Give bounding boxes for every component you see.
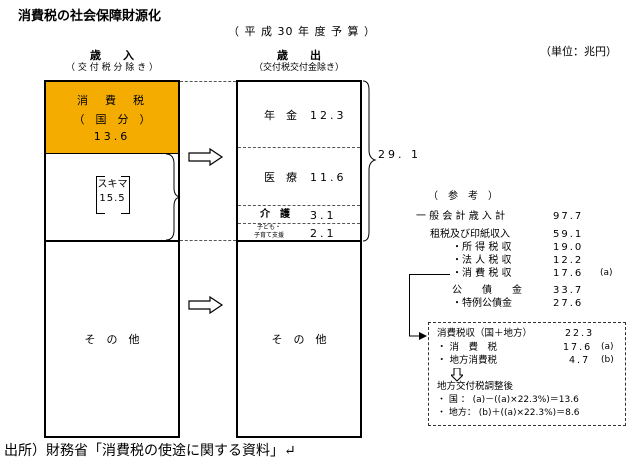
total-value: 29. 1 <box>378 148 421 161</box>
expenditure-other-cell: そ の 他 <box>238 242 360 436</box>
ref-connector-h <box>409 274 450 275</box>
revenue-subheading: （ 交 付 税 分 除 き ） <box>65 63 159 73</box>
ref-row-4-note: (a) <box>600 268 613 278</box>
medical-label: 医 療 <box>264 171 297 184</box>
consumption-tax-value: 13.6 <box>93 130 131 143</box>
tax-box-adjust-title: 地方交付税調整後 <box>437 381 514 392</box>
ref-row-6-value: 27.6 <box>553 298 584 309</box>
gap-brace <box>165 153 181 241</box>
childcare-label-2: 子育て支援 <box>253 232 284 239</box>
gap-label: スキマ <box>97 179 128 190</box>
unit-label: （単位：兆円） <box>540 45 617 58</box>
tax-box-row-0-value: 17.6 <box>563 342 593 353</box>
ref-row-4-label: ・消 費 税 収 <box>452 268 512 279</box>
tax-box-adjust-row-1: ・ 地方： (b)＋((a)×22.3%)＝8.6 <box>437 408 580 418</box>
subtitle: （ 平 成 30 年 度 予 算 ） <box>228 25 376 38</box>
ref-row-4-value: 17.6 <box>553 268 584 279</box>
connector-top <box>180 81 236 82</box>
pension-cell: 年 金 12.3 <box>238 82 360 148</box>
gap-value: 15.5 <box>99 193 126 204</box>
revenue-heading: 歳 入 <box>90 49 134 62</box>
ref-row-1-label: 租税及び印紙収入 <box>430 229 510 240</box>
medical-value: 11.6 <box>310 171 347 184</box>
gap-cell: スキマ 15.5 <box>46 154 178 242</box>
tax-box-row-1-value: 4.7 <box>569 355 591 366</box>
medical-cell: 医 療 11.6 <box>238 148 360 206</box>
pension-label: 年 金 <box>264 109 297 122</box>
arrow-right-upper <box>188 148 224 166</box>
ref-row-2-label: ・所 得 税 収 <box>452 242 512 253</box>
ref-row-6-label: ・特例公債金 <box>452 298 512 309</box>
nursing-label: 介 護 <box>260 209 290 220</box>
tax-box-row-0-label: ・ 消 費 税 <box>437 342 498 353</box>
childcare-value: 2.1 <box>310 227 337 240</box>
tax-box-row-0-note: (a) <box>601 342 614 352</box>
ref-row-3-label: ・法 人 税 収 <box>452 255 512 266</box>
consumption-tax-label: 消 費 税 <box>77 94 147 107</box>
revenue-other-label: そ の 他 <box>84 333 140 346</box>
revenue-box: 消 費 税 （ 国 分 ） 13.6 スキマ 15.5 そ の 他 <box>44 80 180 438</box>
expenditure-heading: 歳 出 <box>277 49 321 62</box>
tax-box-row-1-note: (b) <box>601 355 614 365</box>
tax-box: 消費税収（国＋地方） 22.3 ・ 消 費 税 17.6 (a) ・ 地方消費税… <box>428 322 626 426</box>
ref-connector-arrow <box>409 332 427 340</box>
total-brace <box>362 80 377 242</box>
ref-row-0-value: 97.7 <box>553 211 584 222</box>
arrow-right-lower <box>188 296 224 314</box>
tax-box-adjust-row-0: ・ 国 ： (a)－((a)×22.3%)＝13.6 <box>437 395 579 405</box>
tax-box-title: 消費税収（国＋地方） <box>437 328 533 339</box>
gap-bracket-right <box>121 176 130 214</box>
consumption-tax-sub: （ 国 分 ） <box>73 113 151 126</box>
tax-box-row-1-label: ・ 地方消費税 <box>437 355 498 366</box>
expenditure-subheading: （交付税交付金除き） <box>253 63 344 73</box>
ref-row-3-value: 12.2 <box>553 255 584 266</box>
reference-heading: （ 参 考 ） <box>428 191 498 202</box>
pension-value: 12.3 <box>310 109 347 122</box>
consumption-tax-cell: 消 費 税 （ 国 分 ） 13.6 <box>46 82 178 154</box>
down-arrow-icon <box>451 368 463 382</box>
ref-row-2-value: 19.0 <box>553 242 584 253</box>
childcare-label-1: 子ども・ <box>256 224 281 231</box>
nursing-cell: 介 護 3.1 <box>238 206 360 224</box>
gap-bracket-left <box>96 176 105 214</box>
ref-row-5-value: 33.7 <box>553 285 584 296</box>
ref-row-0-label: 一 般 会 計 歳 入 計 <box>416 211 506 222</box>
ref-row-5-label: 公 債 金 <box>452 285 522 296</box>
ref-connector-v <box>409 274 410 336</box>
revenue-other-cell: そ の 他 <box>46 242 178 436</box>
expenditure-other-label: そ の 他 <box>271 333 327 346</box>
source-note: 出所）財務省「消費税の使途に関する資料」↵ <box>4 443 296 459</box>
connector-bottom <box>180 240 236 241</box>
childcare-cell: 子ども・ 子育て支援 2.1 <box>238 224 360 242</box>
tax-box-title-value: 22.3 <box>565 328 595 339</box>
ref-row-1-value: 59.1 <box>553 229 584 240</box>
page-title: 消費税の社会保障財源化 <box>18 9 162 24</box>
expenditure-box: 年 金 12.3 医 療 11.6 介 護 3.1 子ども・ 子育て支援 2.1… <box>236 80 362 438</box>
nursing-value: 3.1 <box>310 209 337 222</box>
